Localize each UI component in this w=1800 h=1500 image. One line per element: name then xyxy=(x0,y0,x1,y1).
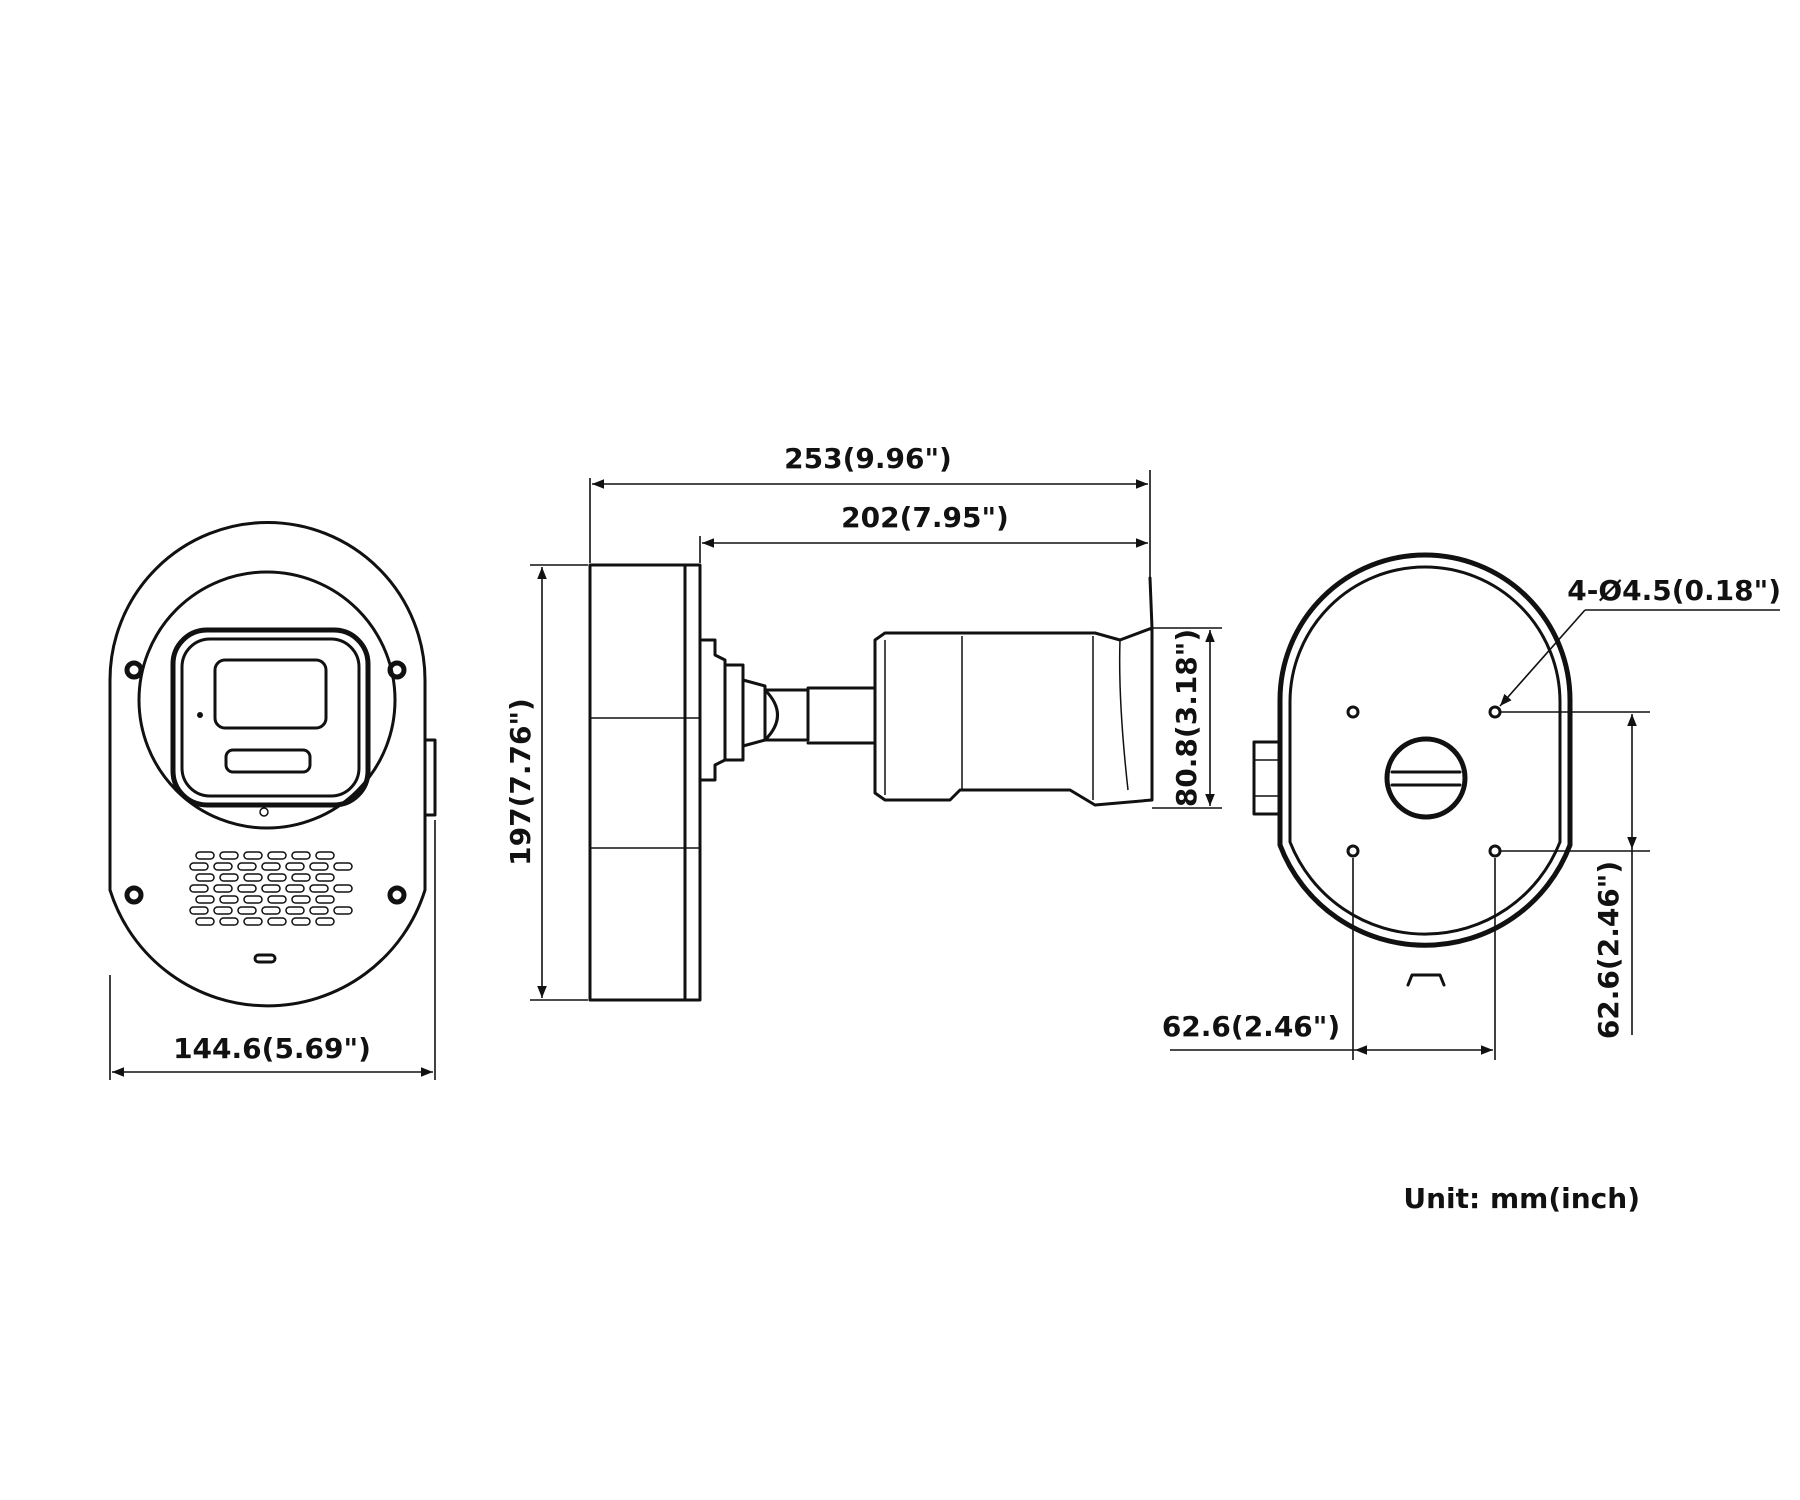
side-view xyxy=(588,563,1154,1002)
total-length-label: 253(9.96") xyxy=(784,442,952,475)
body-length-label: 202(7.95") xyxy=(841,501,1009,534)
side-dimensions: 253(9.96") 202(7.95") 197(7.76") 80.8(3.… xyxy=(504,442,1222,1001)
speaker-grille xyxy=(189,851,353,926)
body-height-label: 80.8(3.18") xyxy=(1170,629,1203,807)
unit-note: Unit: mm(inch) xyxy=(1403,1182,1640,1215)
hole-spacing-v-label: 62.6(2.46") xyxy=(1592,861,1625,1039)
back-view xyxy=(1252,552,1573,987)
front-width-label: 144.6(5.69") xyxy=(173,1032,371,1065)
total-height-label: 197(7.76") xyxy=(504,698,537,866)
hole-spec-label: 4-Ø4.5(0.18") xyxy=(1567,574,1781,607)
front-view xyxy=(108,521,437,1008)
back-dimensions: 4-Ø4.5(0.18") 62.6(2.46") 62.6(2.46") xyxy=(1162,574,1781,1060)
front-width-dimension: 144.6(5.69") xyxy=(109,820,436,1080)
hole-spacing-h-label: 62.6(2.46") xyxy=(1162,1010,1340,1043)
